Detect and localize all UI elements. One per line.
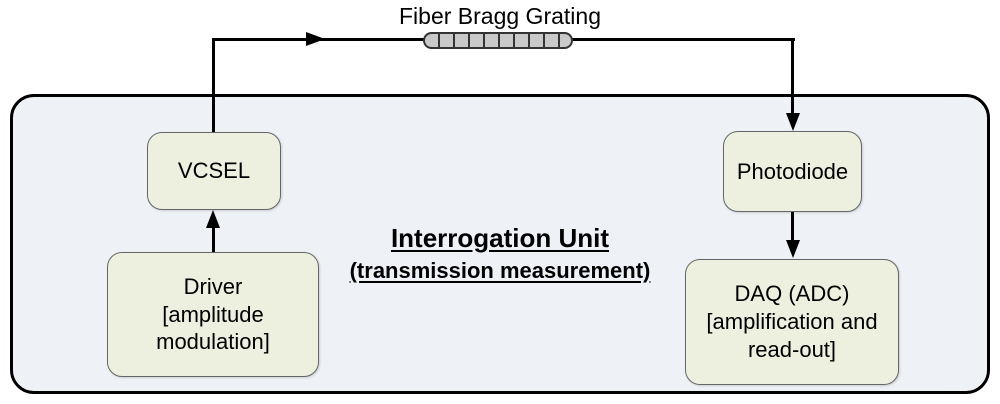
unit-title: Interrogation Unit [390,223,610,253]
unit-title-block: Interrogation Unit (transmission measure… [0,222,1000,284]
line-vcsel-to-fiber [211,39,215,133]
arrow-down-into-daq-icon [785,240,800,258]
daq-node: DAQ (ADC) [amplification and read-out] [685,259,899,385]
arrow-down-into-photodiode-icon [785,113,800,131]
photodiode-node: Photodiode [723,131,862,212]
driver-node: Driver [amplitude modulation] [107,252,319,377]
vcsel-node: VCSEL [147,132,281,210]
line-photodiode-to-daq [791,212,794,244]
unit-subtitle: (transmission measurement) [349,257,651,283]
fiber-bragg-grating-symbol-icon [423,32,573,49]
arrow-up-into-vcsel-icon [206,210,220,228]
line-fiber-to-photodiode [791,37,794,118]
line-driver-to-vcsel [211,226,215,252]
arrow-right-icon [306,32,325,46]
fiber-bragg-grating-label: Fiber Bragg Grating [399,3,601,29]
